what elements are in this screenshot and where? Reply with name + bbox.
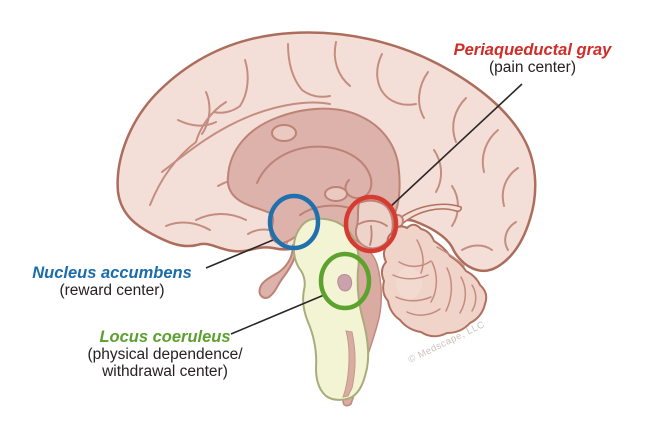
- periaqueductal-gray-marker: [343, 194, 399, 254]
- medulla-stripe: [342, 330, 356, 398]
- midbrain-tectum-shape: [354, 199, 394, 250]
- periaqueductal-gray-leader-line: [389, 83, 523, 208]
- cerebellum-folia-lines: [392, 239, 477, 316]
- cerebellum-shape: [380, 223, 488, 338]
- nucleus-accumbens-descriptor: (reward center): [59, 282, 165, 299]
- locus-coeruleus-leader-line: [230, 294, 325, 335]
- periaqueductal-gray-descriptor: (pain center): [488, 59, 576, 76]
- septal-oval: [271, 124, 297, 142]
- nucleus-accumbens-marker: [267, 193, 321, 251]
- locus-coeruleus-name: Locus coeruleus: [99, 328, 231, 346]
- label-nucleus-accumbens: Nucleus accumbens (reward center): [12, 264, 212, 300]
- label-periaqueductal-gray: Periaqueductal gray (pain center): [425, 41, 640, 77]
- pituitary-stalk-shape: [258, 244, 297, 299]
- vermis-highlight: [396, 267, 422, 299]
- periaqueductal-gray-name: Periaqueductal gray: [453, 41, 612, 59]
- nucleus-accumbens-name: Nucleus accumbens: [32, 264, 192, 282]
- corpus-callosum-lines: [256, 145, 373, 216]
- locus-coeruleus-descriptor-line2: withdrawal center): [102, 363, 228, 380]
- nucleus-accumbens-leader-line: [205, 239, 274, 269]
- label-locus-coeruleus: Locus coeruleus (physical dependence/ wi…: [45, 328, 285, 381]
- locus-coeruleus-descriptor-line1: (physical dependence/: [87, 346, 243, 363]
- interthalamic-adhesion-ellipse: [324, 186, 348, 202]
- tectum-detail-lines: [358, 219, 388, 246]
- locus-coeruleus-spot: [337, 274, 353, 292]
- locus-coeruleus-marker: [318, 251, 372, 311]
